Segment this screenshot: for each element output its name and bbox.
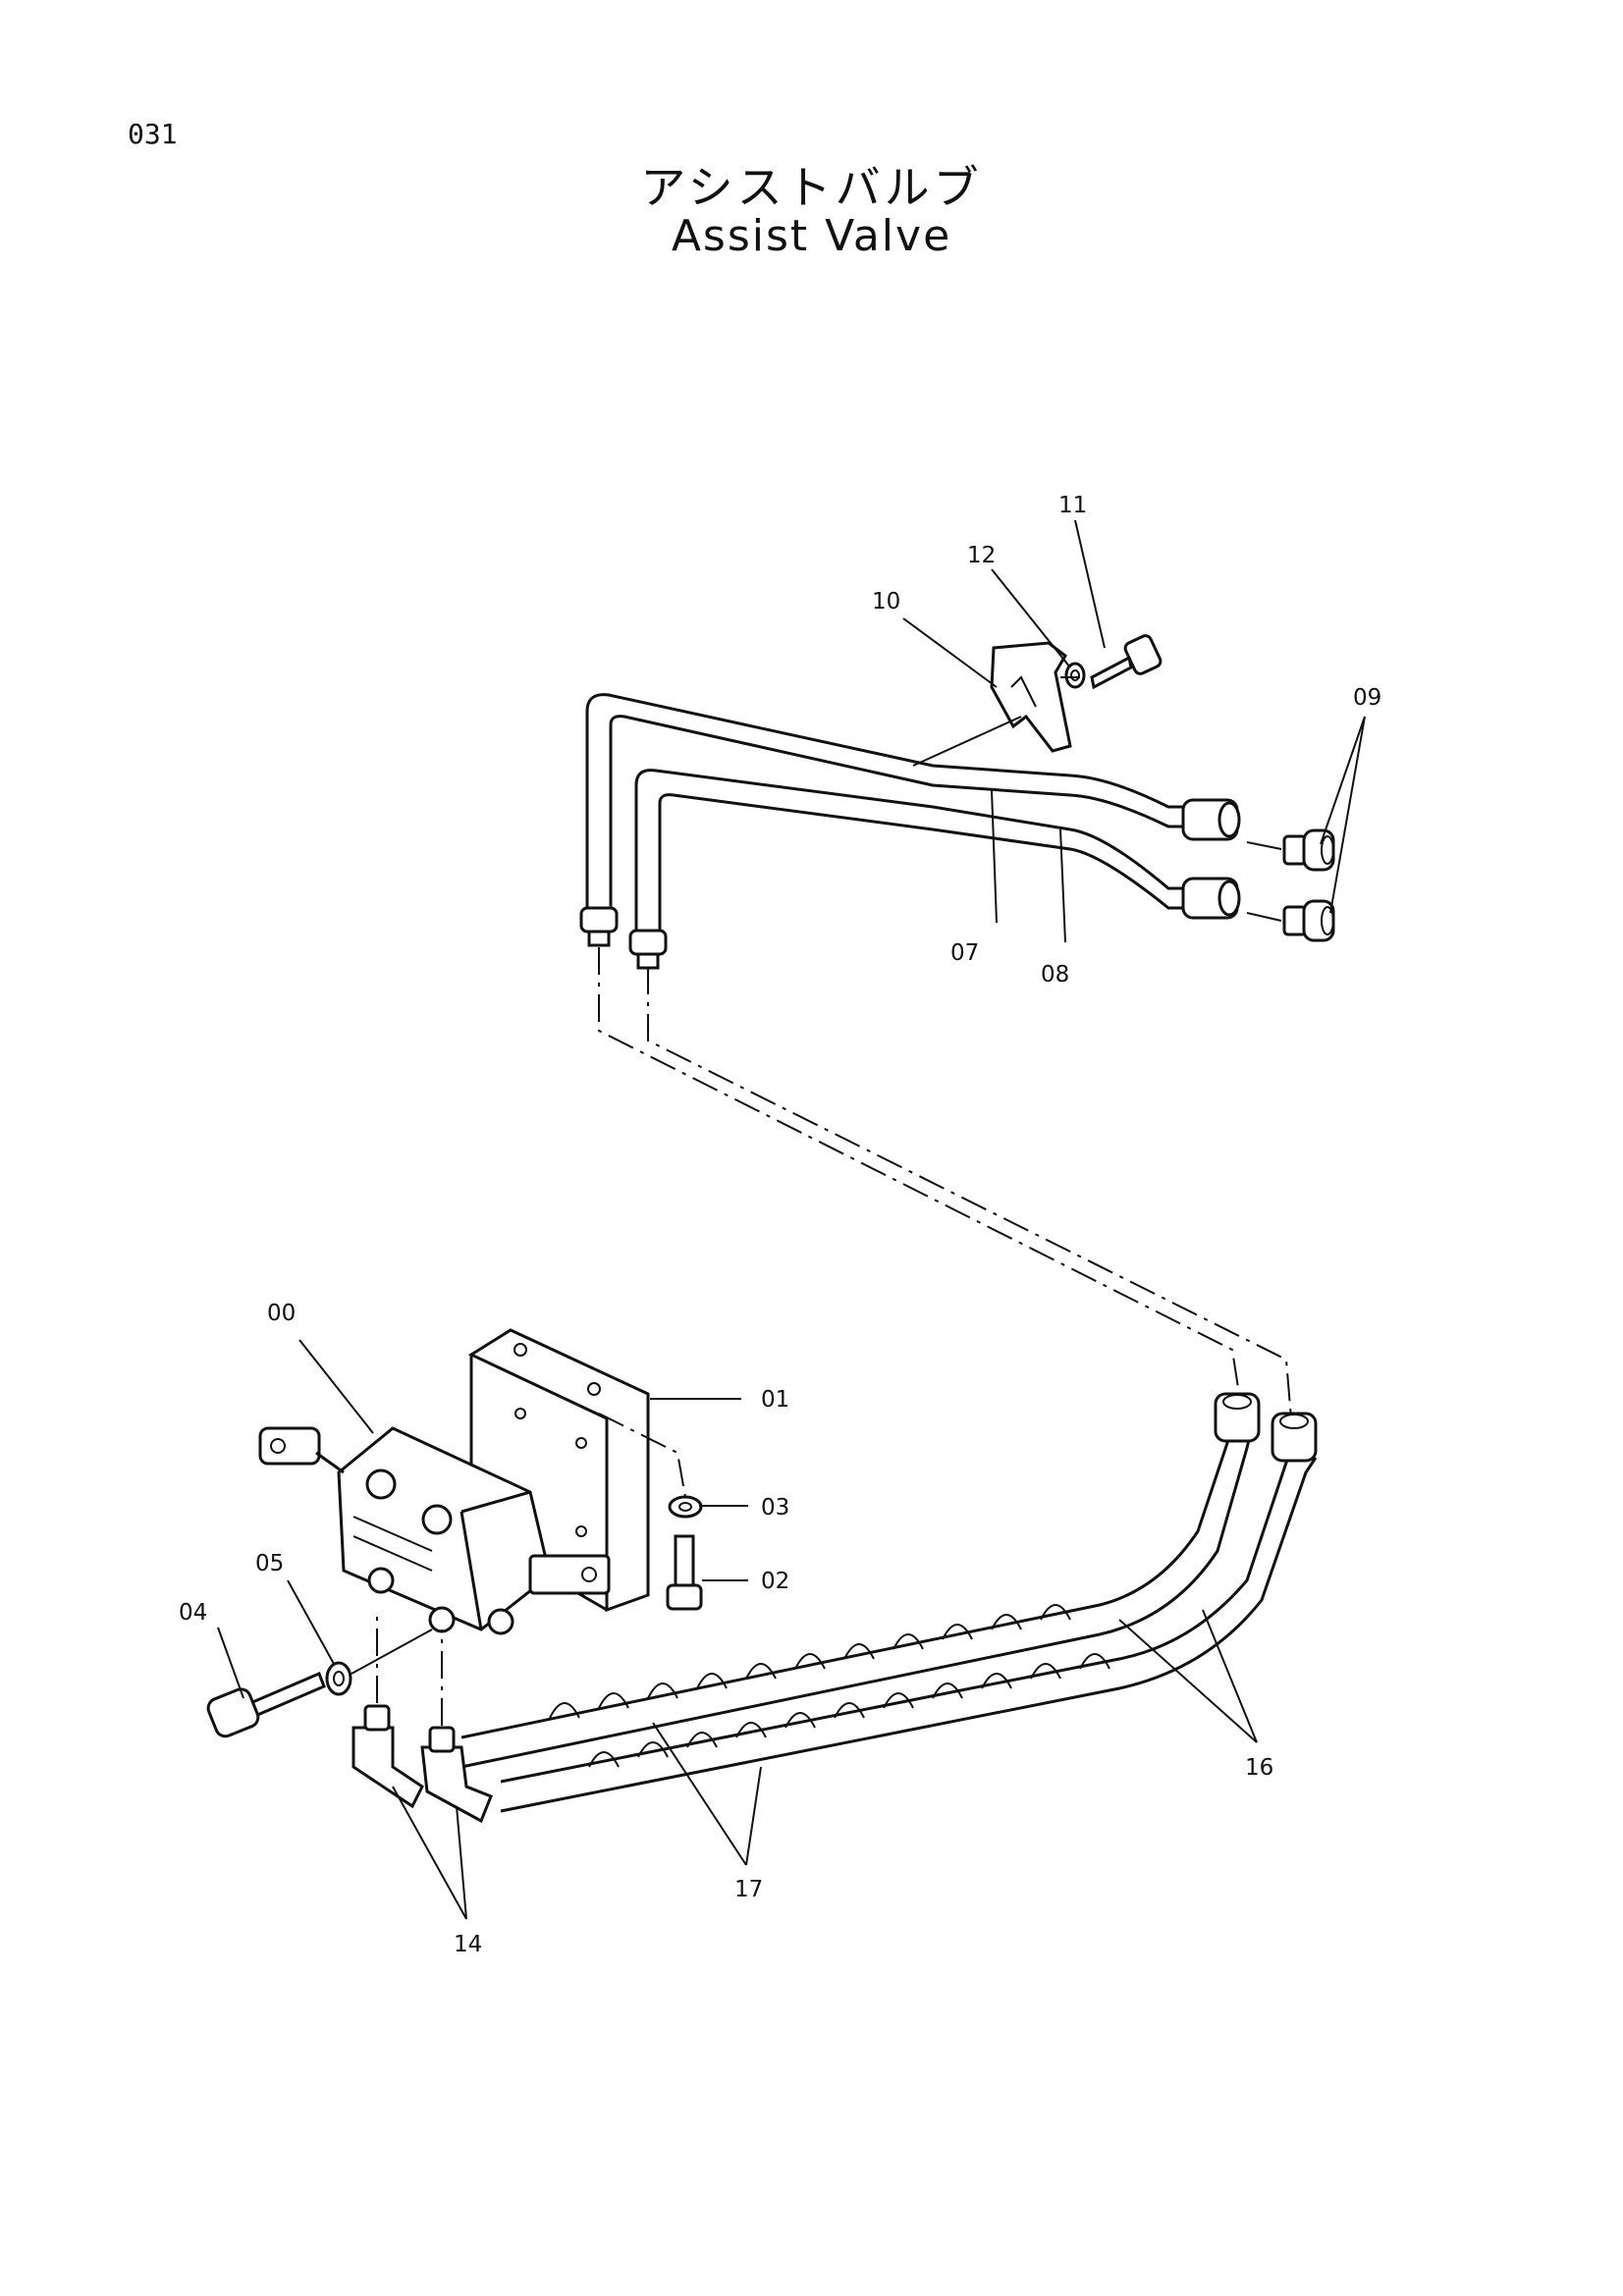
callout-17: 17 — [734, 1877, 763, 1902]
page-number: 031 — [128, 118, 178, 150]
connection-lines — [598, 947, 1292, 1419]
pipe-07 — [585, 693, 1193, 928]
spiral-guard-17 — [549, 1604, 1110, 1768]
callout-02: 02 — [761, 1569, 789, 1594]
callout-05: 05 — [255, 1551, 284, 1576]
hose-end-fittings-upper — [1214, 1392, 1318, 1463]
callout-16: 16 — [1245, 1755, 1273, 1781]
bolt-04 — [206, 1672, 326, 1738]
diagram-title-english: Assist Valve — [671, 211, 952, 261]
callout-01: 01 — [761, 1387, 789, 1413]
callout-12: 12 — [967, 543, 996, 568]
callout-00: 00 — [267, 1301, 296, 1326]
nut-fitting-lower — [1181, 877, 1241, 920]
callout-09: 09 — [1353, 685, 1381, 711]
pipe-08 — [634, 769, 1193, 937]
washer-03 — [668, 1495, 703, 1519]
callout-04: 04 — [179, 1600, 207, 1626]
assist-valve-00 — [258, 1426, 611, 1635]
diagram-title-japanese: アシストバルブ — [640, 161, 983, 214]
adapter-09-upper — [1282, 828, 1335, 872]
pipe-fitting-left — [579, 906, 619, 947]
elbow-14-left — [352, 1704, 424, 1809]
bolt-11 — [1090, 634, 1163, 690]
nut-fitting-upper — [1181, 798, 1241, 841]
callout-14: 14 — [454, 1932, 482, 1957]
hose-16 — [460, 1417, 1318, 1813]
elbow-14-right — [420, 1726, 493, 1824]
callout-07: 07 — [950, 940, 979, 966]
pipe-fitting-right — [628, 929, 668, 970]
bolt-02 — [666, 1534, 703, 1611]
clamp-10 — [990, 641, 1072, 753]
callout-11: 11 — [1058, 493, 1087, 518]
callout-10: 10 — [872, 589, 900, 614]
washer-05 — [325, 1661, 352, 1696]
adapter-09-lower — [1282, 899, 1335, 942]
washer-12 — [1064, 662, 1086, 689]
leader-lines — [217, 519, 1366, 1920]
callout-03: 03 — [761, 1495, 789, 1521]
callout-08: 08 — [1041, 962, 1069, 988]
